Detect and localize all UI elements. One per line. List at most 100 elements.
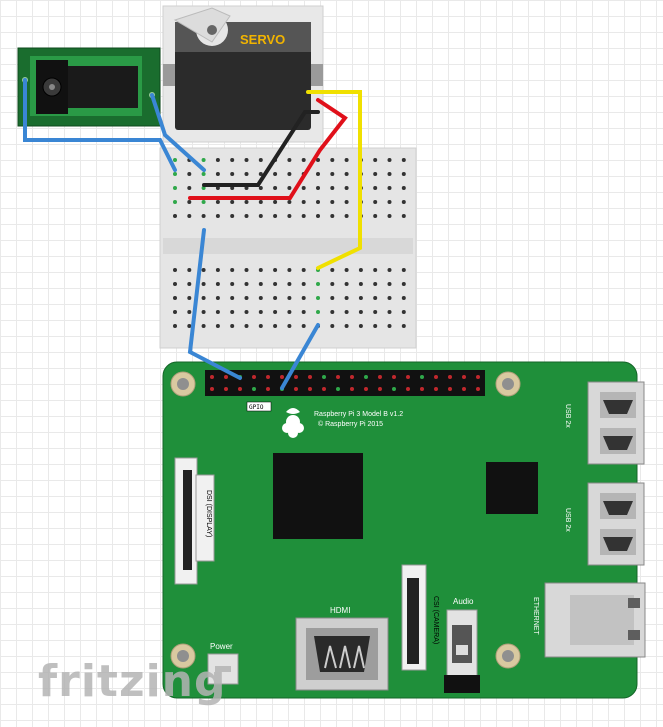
- wire-blue-signal-pi: [280, 323, 320, 390]
- breadboard-hole: [215, 172, 220, 176]
- gpio-pin: [434, 387, 438, 391]
- breadboard-hole: [387, 186, 392, 190]
- gpio-pin: [364, 387, 368, 391]
- wire-blue-jack-positive: [150, 93, 206, 172]
- breadboard-hole: [258, 172, 263, 176]
- breadboard-hole: [244, 296, 249, 300]
- raspberry-pi-board: GPIO Raspberry Pi 3 Model B v1.2 © Raspb…: [162, 361, 646, 699]
- breadboard-hole: [201, 158, 206, 162]
- breadboard-hole: [187, 186, 192, 190]
- breadboard-hole: [373, 186, 378, 190]
- breadboard-hole: [316, 186, 320, 190]
- wire-yellow-signal: [306, 90, 362, 270]
- gpio-pin: [308, 387, 312, 391]
- breadboard-hole: [344, 296, 349, 300]
- power-port: Power: [207, 642, 239, 685]
- gpio-pin: [350, 387, 354, 391]
- gpio-pin: [378, 387, 382, 391]
- ethernet-port: ETHERNET: [532, 582, 646, 658]
- gpio-pin: [238, 387, 242, 391]
- breadboard-hole: [330, 186, 335, 190]
- board-model: Raspberry Pi 3 Model B v1.2: [314, 411, 403, 418]
- breadboard-hole: [187, 200, 192, 204]
- ethernet-label: ETHERNET: [532, 597, 539, 635]
- breadboard-hole: [401, 186, 406, 190]
- breadboard-hole: [215, 310, 220, 314]
- breadboard-hole: [287, 214, 292, 218]
- breadboard-hole: [401, 214, 406, 218]
- breadboard-hole: [301, 310, 306, 314]
- breadboard-hole: [173, 282, 177, 286]
- breadboard-hole: [330, 158, 335, 162]
- breadboard-hole: [401, 310, 406, 314]
- wires: [23, 78, 362, 390]
- breadboard-hole: [201, 296, 206, 300]
- breadboard-hole: [230, 324, 235, 328]
- breadboard-hole: [244, 158, 249, 162]
- breadboard-hole: [301, 282, 306, 286]
- breadboard-hole: [387, 172, 392, 176]
- breadboard-hole: [401, 296, 406, 300]
- gpio-pin: [364, 375, 368, 379]
- gpio-pin: [266, 387, 270, 391]
- gpio-pin: [392, 375, 396, 379]
- breadboard-hole: [373, 324, 378, 328]
- breadboard-hole: [244, 282, 249, 286]
- breadboard-hole: [187, 268, 192, 272]
- gpio-pin: [294, 375, 298, 379]
- breadboard-hole: [373, 296, 378, 300]
- breadboard-hole: [187, 214, 192, 218]
- breadboard-hole: [215, 268, 220, 272]
- breadboard-hole: [387, 158, 392, 162]
- breadboard-hole: [258, 200, 263, 204]
- breadboard-hole: [301, 296, 306, 300]
- gpio-pin: [462, 375, 466, 379]
- breadboard-hole: [358, 310, 363, 314]
- servo-motor: SERVO: [162, 5, 324, 143]
- breadboard-hole: [387, 282, 392, 286]
- breadboard-hole: [273, 310, 278, 314]
- breadboard-hole: [273, 186, 278, 190]
- breadboard-hole: [215, 200, 220, 204]
- breadboard-hole: [358, 282, 363, 286]
- breadboard-hole: [344, 214, 349, 218]
- breadboard-hole: [187, 296, 192, 300]
- breadboard-hole: [173, 296, 177, 300]
- breadboard-hole: [230, 214, 235, 218]
- breadboard-hole: [344, 158, 349, 162]
- breadboard-hole: [287, 310, 292, 314]
- gpio-pin: [336, 387, 340, 391]
- breadboard-hole: [344, 186, 349, 190]
- breadboard-hole: [358, 268, 363, 272]
- gpio-header: [205, 370, 485, 396]
- breadboard-hole: [273, 296, 278, 300]
- lan-chip: [486, 462, 538, 514]
- gpio-pin: [322, 375, 326, 379]
- breadboard-hole: [316, 282, 320, 286]
- breadboard-hole: [273, 282, 278, 286]
- breadboard-hole: [330, 200, 335, 204]
- gpio-pin: [280, 375, 284, 379]
- gpio-pin: [224, 375, 228, 379]
- breadboard-hole: [316, 200, 320, 204]
- breadboard-hole: [344, 282, 349, 286]
- breadboard-hole: [387, 200, 392, 204]
- breadboard-hole: [287, 172, 292, 176]
- gpio-pin: [252, 387, 256, 391]
- breadboard-hole: [287, 268, 292, 272]
- breadboard-hole: [287, 296, 292, 300]
- breadboard-hole: [301, 200, 306, 204]
- breadboard-hole: [358, 324, 363, 328]
- breadboard-hole: [287, 200, 292, 204]
- breadboard-hole: [230, 158, 235, 162]
- breadboard-hole: [244, 268, 249, 272]
- breadboard-hole: [373, 200, 378, 204]
- usb-label-2: USB 2x: [564, 508, 571, 532]
- breadboard-hole: [287, 324, 292, 328]
- breadboard-hole: [401, 200, 406, 204]
- breadboard-hole: [330, 324, 335, 328]
- usb-label-1: USB 2x: [564, 404, 571, 428]
- gpio-pin: [308, 375, 312, 379]
- breadboard-hole: [201, 268, 206, 272]
